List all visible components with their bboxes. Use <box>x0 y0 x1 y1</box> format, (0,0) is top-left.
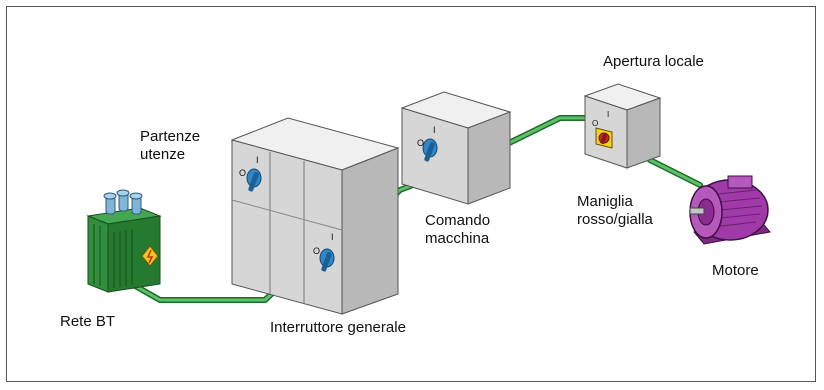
transformer <box>86 189 162 293</box>
machine-control-box: O I <box>400 91 512 205</box>
main-switch-upper: O I <box>239 155 262 192</box>
switch-on-mark: I <box>256 155 259 165</box>
label-apertura-locale: Apertura locale <box>603 53 704 70</box>
switch-off-mark: O <box>313 246 320 256</box>
label-motore: Motore <box>712 262 759 279</box>
label-maniglia-rosso-gialla: Maniglia rosso/gialla <box>577 193 653 228</box>
switch-on-mark: I <box>433 125 436 135</box>
label-comando-macchina: Comando macchina <box>425 212 491 247</box>
label-rete-bt: Rete BT <box>60 313 116 330</box>
label-partenze-utenze: Partenze utenze <box>140 128 201 163</box>
label-interruttore-generale: Interruttore generale <box>270 319 406 336</box>
motor <box>689 175 771 245</box>
switch-on-mark: I <box>607 110 609 119</box>
main-switch-lower: O I <box>313 232 335 272</box>
emergency-handle: O I <box>592 110 613 149</box>
transformer-insulators <box>103 189 143 215</box>
switch-off-mark: O <box>592 119 598 128</box>
machine-switch: O I <box>417 125 438 162</box>
switch-off-mark: O <box>417 138 424 148</box>
switch-on-mark: I <box>331 232 334 242</box>
diagram-frame <box>6 6 816 382</box>
main-switchboard: O I O I <box>230 117 400 315</box>
local-disconnect-box: O I <box>583 83 662 169</box>
high-voltage-warning-icon <box>141 245 159 267</box>
switch-off-mark: O <box>239 168 246 178</box>
